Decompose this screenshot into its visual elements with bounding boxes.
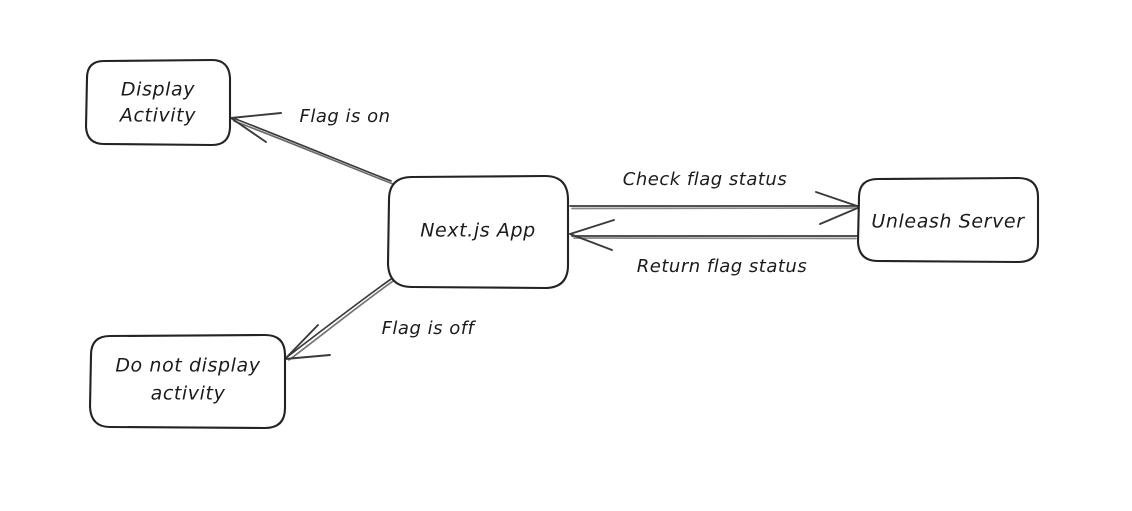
edge-label-check-flag-status: Check flag status (623, 169, 787, 190)
edge-label-flag-is-on: Flag is on (299, 106, 390, 127)
edge-return-flag-status (569, 219, 859, 251)
node-display-activity-label-line2: Activity (118, 105, 196, 127)
edge-flag-is-on-line (232, 117, 392, 182)
edge-check-flag-status-arrowhead (815, 191, 861, 225)
node-unleash-server-shape (856, 176, 1040, 264)
edge-check-flag-status (569, 191, 861, 225)
node-display-activity-shape (84, 58, 232, 147)
node-unleash-server[interactable]: Unleash Server (856, 176, 1040, 264)
node-display-activity[interactable]: Display Activity (84, 58, 232, 147)
edge-label-return-flag-status: Return flag status (637, 256, 807, 277)
node-do-not-display-activity-label-line1: Do not display (115, 355, 260, 377)
node-nextjs-app-label: Next.js App (420, 220, 536, 242)
edge-flag-is-off-arrowhead (284, 324, 331, 360)
node-do-not-display-activity[interactable]: Do not display activity (88, 333, 287, 430)
edge-flag-is-off (284, 276, 397, 361)
node-do-not-display-activity-label-line2: activity (151, 383, 226, 405)
edge-flag-is-off-line-sketch (288, 278, 397, 361)
edge-flag-is-off-line (286, 276, 395, 358)
node-nextjs-app-shape (386, 174, 570, 290)
edge-flag-is-on-arrowhead (230, 112, 282, 143)
node-unleash-server-label: Unleash Server (871, 211, 1025, 233)
node-display-activity-label-line1: Display (121, 79, 195, 101)
edge-return-flag-status-arrowhead (569, 219, 615, 251)
node-nextjs-app[interactable]: Next.js App (386, 174, 570, 290)
edge-check-flag-status-line-sketch (571, 207, 857, 210)
node-do-not-display-activity-shape (88, 333, 287, 430)
edge-return-flag-status-line-sketch (573, 237, 857, 240)
edge-flag-is-on-line-sketch (233, 120, 394, 185)
edge-label-flag-is-off: Flag is off (382, 318, 477, 339)
edge-flag-is-on (230, 112, 394, 185)
